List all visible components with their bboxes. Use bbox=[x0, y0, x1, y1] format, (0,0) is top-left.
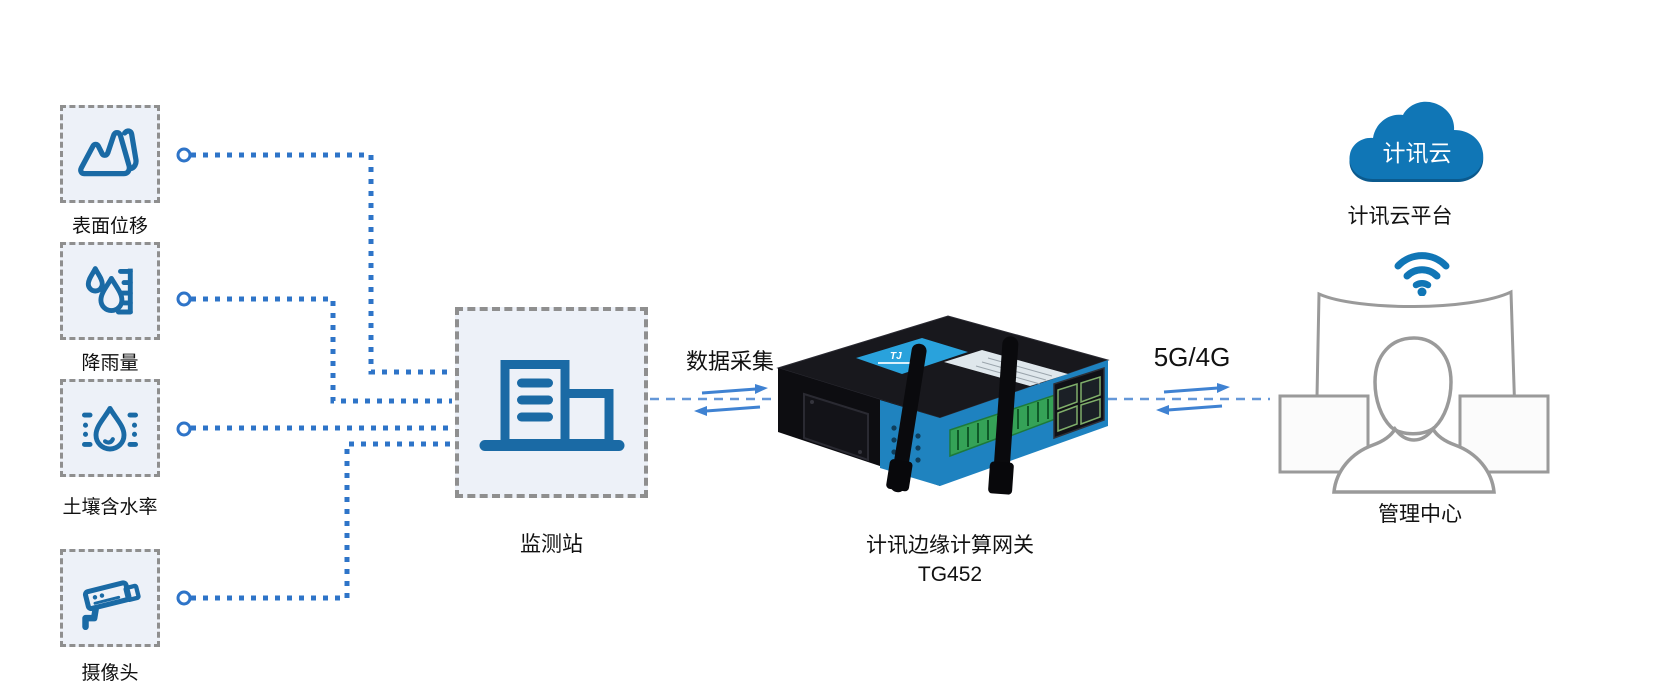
sensor-card-camera bbox=[60, 549, 160, 647]
sensor-label-rainfall: 降雨量 bbox=[81, 353, 139, 374]
antenna-icon bbox=[886, 343, 927, 493]
svg-text:TJ: TJ bbox=[890, 351, 902, 362]
cctv-camera-icon bbox=[82, 580, 141, 631]
connector-endpoints bbox=[176, 147, 192, 606]
arrow-right-head bbox=[755, 384, 768, 394]
endpoint-circle bbox=[176, 590, 192, 606]
endpoint-circle bbox=[176, 147, 192, 163]
cloud-icon bbox=[1349, 101, 1484, 182]
arrow-left-icon bbox=[705, 405, 761, 413]
raindrops-gauge-icon bbox=[85, 266, 133, 315]
connector-surface-displacement bbox=[191, 152, 452, 375]
arrow-left-head bbox=[694, 406, 707, 416]
gateway-label: 计讯边缘计算网关 TG452 bbox=[790, 531, 1110, 589]
soil-moisture-icon bbox=[82, 405, 138, 452]
endpoint-circle bbox=[176, 421, 192, 437]
link-collect-label: 数据采集 bbox=[685, 349, 774, 374]
camera-mount bbox=[82, 606, 99, 631]
arrow-left-icon bbox=[1167, 404, 1223, 412]
arrow-left-head bbox=[1156, 405, 1169, 415]
wifi-icon bbox=[1394, 252, 1450, 296]
sensor-label-camera: 摄像头 bbox=[81, 663, 139, 684]
station-card bbox=[455, 307, 648, 498]
person-shoulders bbox=[1332, 425, 1496, 494]
mountain-icon bbox=[78, 128, 139, 177]
cloud-platform-label: 计讯云平台 bbox=[1347, 205, 1453, 228]
gateway-model: TG452 bbox=[917, 563, 983, 586]
sensor-card-surface-displacement bbox=[60, 105, 160, 203]
antenna-icon bbox=[988, 336, 1019, 495]
arrow-right-icon bbox=[701, 387, 757, 395]
gateway-title: 计讯边缘计算网关 bbox=[866, 534, 1034, 557]
sensor-connectors bbox=[191, 152, 452, 601]
edge-gateway-device: TJ bbox=[776, 315, 1110, 495]
cloud-badge-label: 计讯云 bbox=[1382, 140, 1452, 166]
connector-camera bbox=[191, 441, 452, 601]
exchange-arrows-collect bbox=[694, 384, 768, 416]
operator-workstation-icon bbox=[1278, 289, 1550, 494]
person-head bbox=[1373, 336, 1453, 436]
sensor-label-surface-displacement: 表面位移 bbox=[71, 216, 148, 237]
endpoint-circle bbox=[176, 291, 192, 307]
connector-rainfall bbox=[191, 296, 452, 404]
arrow-right-icon bbox=[1163, 386, 1219, 394]
exchange-arrows-wan bbox=[1156, 383, 1230, 415]
station-label: 监测站 bbox=[520, 533, 583, 556]
sensor-card-soil-moisture bbox=[60, 379, 160, 477]
sensor-label-soil-moisture: 土壤含水率 bbox=[62, 497, 158, 518]
link-wan-label: 5G/4G bbox=[1153, 342, 1231, 372]
management-label: 管理中心 bbox=[1378, 503, 1462, 526]
building-icon bbox=[479, 359, 624, 451]
arrow-right-head bbox=[1217, 383, 1230, 393]
sensor-card-rainfall bbox=[60, 242, 160, 340]
